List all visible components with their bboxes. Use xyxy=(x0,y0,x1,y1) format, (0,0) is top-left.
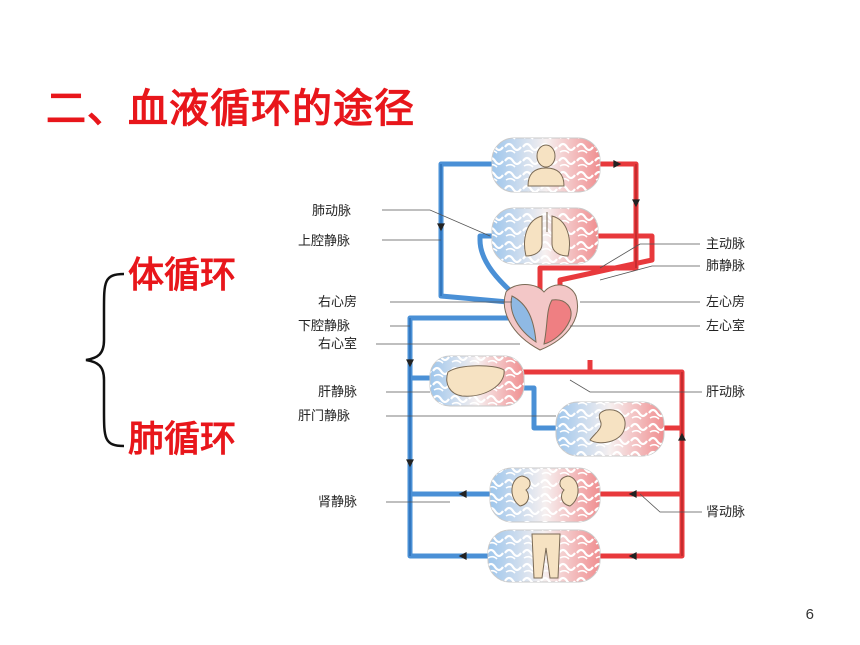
systemic-circulation-label: 体循环 xyxy=(128,255,237,296)
kidneys-icon xyxy=(511,475,579,507)
label-renal-vein: 肾静脉 xyxy=(318,495,357,510)
capillary-beds xyxy=(429,137,665,583)
legs-icon xyxy=(531,533,561,579)
label-superior-vena-cava: 上腔静脉 xyxy=(298,234,350,249)
page-number: 6 xyxy=(805,606,814,623)
label-right-ventricle: 右心室 xyxy=(318,336,357,352)
vein-vessel-lines xyxy=(409,164,442,556)
flow-arrows xyxy=(406,160,686,560)
slide-title: 二、血液循环的途径 xyxy=(46,86,415,132)
stomach-icon xyxy=(589,409,626,444)
label-pulmonary-artery: 肺动脉 xyxy=(312,204,351,219)
label-hepatic-vein: 肝静脉 xyxy=(318,385,357,400)
artery-vessel-lines xyxy=(635,164,683,556)
pulmonary-circulation-label: 肺循环 xyxy=(128,419,237,460)
label-hepatic-portal-vein: 肝门静脉 xyxy=(298,409,350,424)
lungs-icon xyxy=(524,212,570,257)
label-pulmonary-vein: 肺静脉 xyxy=(706,259,745,274)
label-aorta: 主动脉 xyxy=(706,237,745,252)
label-inferior-vena-cava: 下腔静脉 xyxy=(298,319,350,334)
liver-icon xyxy=(446,365,505,397)
curly-brace xyxy=(85,272,125,448)
organ-illustrations xyxy=(446,144,626,579)
label-left-ventricle: 左心室 xyxy=(706,318,745,334)
label-leader-lines xyxy=(376,209,702,513)
upper-body-icon xyxy=(527,144,565,187)
label-renal-artery: 肾动脉 xyxy=(706,505,745,520)
label-hepatic-artery: 肝动脉 xyxy=(706,385,745,400)
label-right-atrium: 右心房 xyxy=(318,294,357,310)
heart-icon xyxy=(503,284,578,351)
label-left-atrium: 左心房 xyxy=(706,294,745,310)
